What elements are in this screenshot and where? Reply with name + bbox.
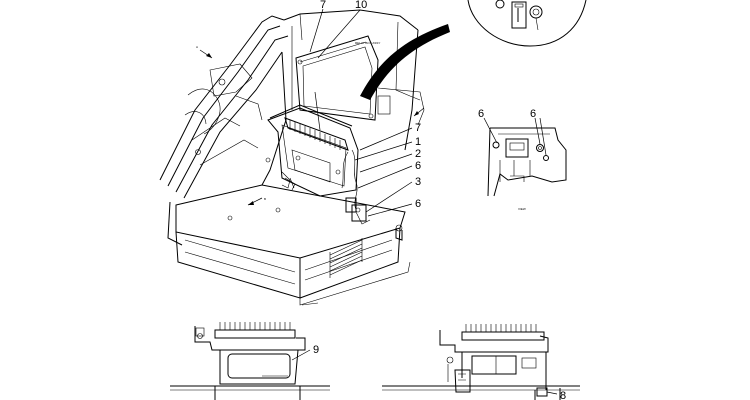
mounting-bracket [267,104,359,197]
callout-2: 2 [415,148,421,160]
arrow-a-label: A [196,45,198,49]
callout-6-mid: 6 [415,160,421,172]
callout-8: 8 [560,390,566,400]
detail-view: VIEW 6 6 [478,108,567,211]
callout-10: 10 [355,0,367,11]
detail-indicator-arc [360,24,450,100]
main-callouts: 7 10 7 1 2 6 3 6 [320,0,421,210]
leader-lines [309,8,413,217]
callout-6-low: 6 [415,198,421,210]
vent-grille [329,238,363,278]
callout-7-mid: 7 [415,122,421,134]
callout-3: 3 [415,176,421,188]
callout-7-top: 7 [320,0,326,11]
relay-box-text: RELAY BOX ASSY [355,41,380,45]
cab-frame-left [159,15,289,199]
callout-9: 9 [313,344,319,356]
wire-harness [341,149,371,225]
main-assembly: RELAY BOX ASSY [159,0,425,306]
magnified-detail-circle [467,0,587,47]
detail-callout-6-left: 6 [478,108,484,120]
controller-module: RELAY BOX ASSY [295,35,380,121]
connector-comb [284,117,349,151]
direction-arrows: A B [196,45,425,206]
bottom-right-view: 8 [382,324,580,400]
seat-platform [167,157,411,306]
mounting-stud [395,224,403,241]
arrow-b-label: B [264,197,266,201]
bottom-left-view: 9 [170,322,330,400]
detail-ref-text: VIEW [518,207,526,211]
detail-callout-6-right: 6 [530,108,536,120]
callout-1: 1 [415,136,421,148]
